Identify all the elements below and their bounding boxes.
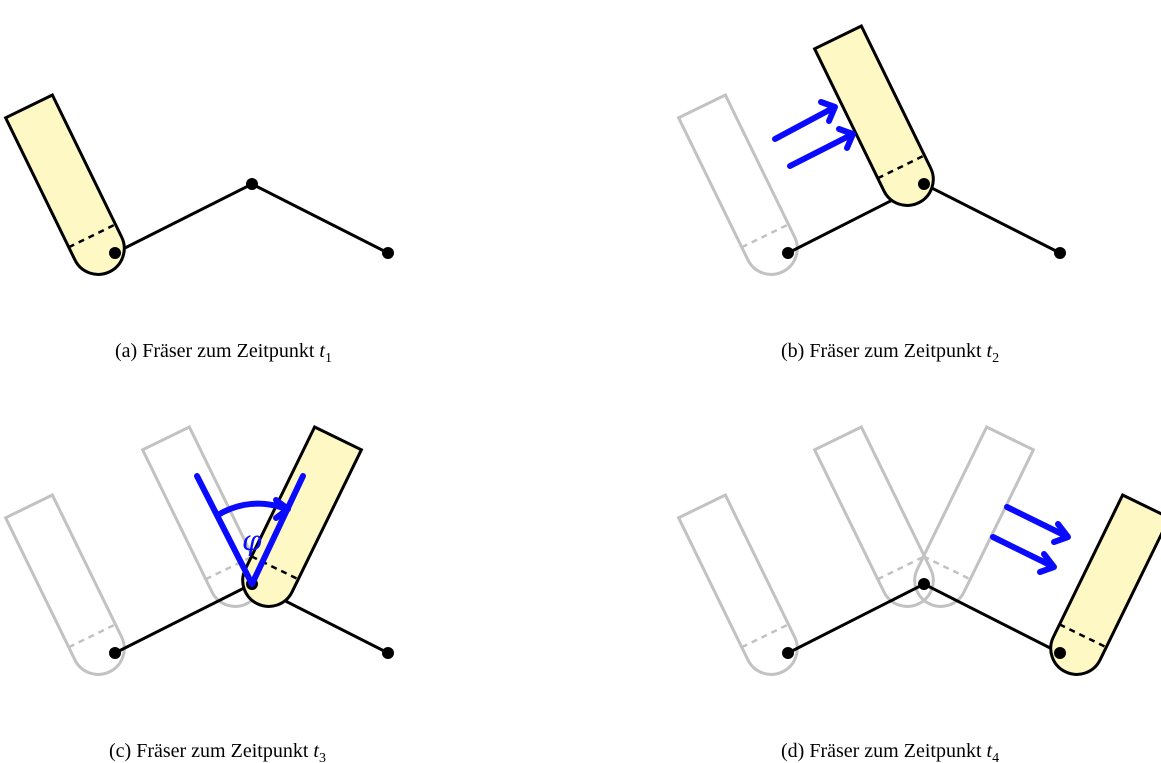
rotation-angle-marker [194, 473, 306, 587]
path-node [1054, 647, 1066, 659]
path-node [382, 247, 394, 259]
milling-tool-ghost [813, 425, 944, 617]
tool-path [782, 578, 1061, 659]
panel-d: (d) Fräser zum Zeitpunkt t4 [677, 425, 1161, 763]
caption-d: (d) Fräser zum Zeitpunkt t4 [781, 740, 999, 763]
path-node [246, 178, 258, 190]
caption-b: (b) Fräser zum Zeitpunkt t2 [781, 340, 999, 366]
path-node [918, 578, 930, 590]
path-node [782, 647, 794, 659]
path-node [382, 647, 394, 659]
tool-path [109, 178, 394, 259]
milling-tool-ghost [677, 93, 808, 285]
motion-arrows [772, 99, 856, 169]
milling-tool-current [232, 425, 363, 617]
milling-tool-current [1040, 493, 1161, 685]
panel-b: (b) Fräser zum Zeitpunkt t2 [677, 24, 1066, 366]
milling-tool-ghost [141, 425, 272, 617]
angle-label: φ [242, 524, 262, 557]
milling-tool-current [813, 24, 944, 216]
motion-arrows [990, 504, 1071, 575]
milling-tool-ghost [677, 493, 808, 685]
caption-c: (c) Fräser zum Zeitpunkt t3 [109, 740, 326, 763]
path-node [918, 178, 930, 190]
milling-tool-ghost [4, 493, 135, 685]
caption-a: (a) Fräser zum Zeitpunkt t1 [115, 340, 332, 366]
path-node [1054, 247, 1066, 259]
panel-a: (a) Fräser zum Zeitpunkt t1 [4, 93, 394, 366]
path-node [109, 647, 121, 659]
milling-tool-ghost [904, 425, 1035, 617]
panel-c: φ (c) Fräser zum Zeitpunkt t3 [4, 425, 394, 763]
path-node [782, 247, 794, 259]
milling-tool-current [4, 93, 135, 285]
